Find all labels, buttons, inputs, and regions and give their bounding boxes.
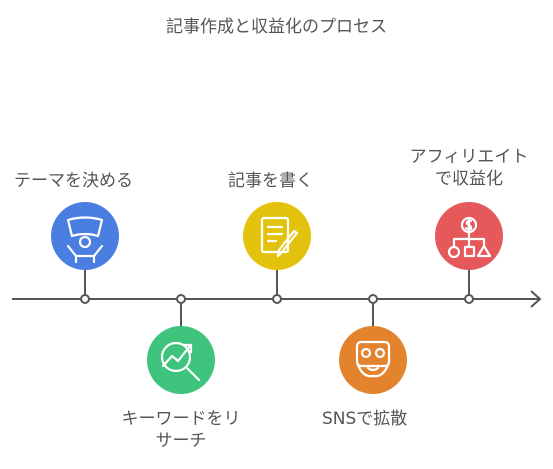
- diagram-title: 記事作成と収益化のプロセス: [166, 17, 387, 37]
- step-2-label-line2: サーチ: [155, 431, 207, 451]
- flag-person-icon: [66, 216, 104, 264]
- step-1-label: テーマを決める: [14, 171, 133, 191]
- money-flow-icon: [447, 216, 492, 259]
- step-5-node: [464, 294, 474, 304]
- step-2-label: キーワードをリ サーチ: [100, 408, 262, 452]
- timeline-arrowhead: [530, 290, 542, 308]
- step-3-label: 記事を書く: [228, 171, 313, 191]
- step-3-node: [272, 294, 282, 304]
- step-2-label-line1: キーワードをリ: [121, 409, 241, 429]
- step-4-icon-circle: [339, 326, 407, 394]
- growth-magnifier-icon: [160, 341, 201, 382]
- step-3-icon-circle: [243, 202, 311, 270]
- step-5-icon-circle: [435, 202, 503, 270]
- step-1-node: [80, 294, 90, 304]
- step-2-icon-circle: [147, 326, 215, 394]
- step-5-label: アフィリエイト で収益化: [388, 146, 550, 190]
- step-4-node: [368, 294, 378, 304]
- step-5-label-line1: アフィリエイト: [409, 147, 529, 167]
- step-1-icon-circle: [51, 202, 119, 270]
- step-4-label: SNSで拡散: [322, 409, 408, 429]
- step-2-node: [176, 294, 186, 304]
- document-pen-icon: [260, 216, 299, 258]
- share-emoji-icon: [355, 340, 391, 378]
- step-5-label-line2: で収益化: [435, 169, 503, 189]
